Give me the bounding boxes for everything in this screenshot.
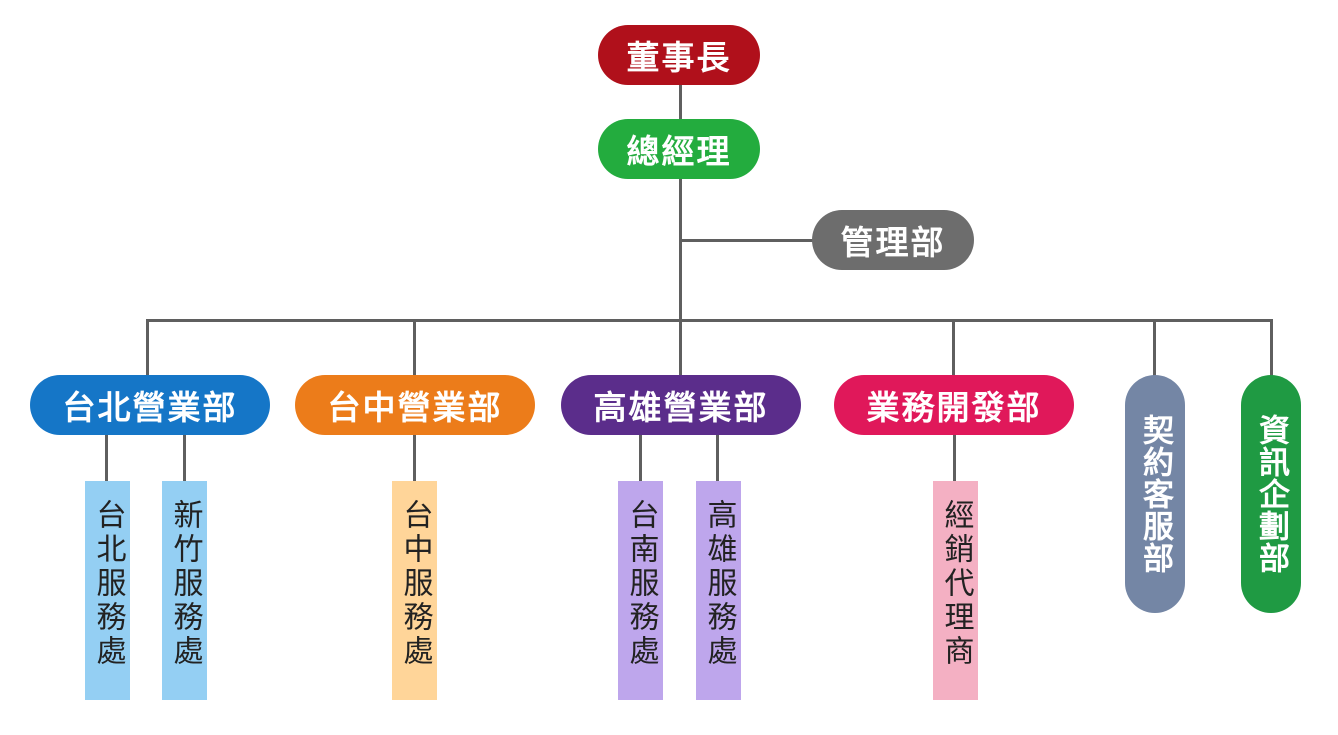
node-info-planning-label: 資訊企劃部 bbox=[1253, 414, 1289, 574]
node-admin-dept: 管理部 bbox=[812, 210, 974, 270]
node-taipei-sales: 台北營業部 bbox=[30, 375, 270, 435]
connector-chairman-gm bbox=[679, 84, 682, 120]
node-chairman: 董事長 bbox=[598, 25, 760, 85]
node-kaohsiung-sales: 高雄營業部 bbox=[561, 375, 801, 435]
office-taipei: 台北服務處 bbox=[85, 481, 130, 700]
node-info-planning: 資訊企劃部 bbox=[1241, 375, 1301, 613]
connector-business-dev bbox=[952, 319, 955, 377]
node-contract-service: 契約客服部 bbox=[1125, 375, 1185, 613]
office-hsinchu-label: 新竹服務處 bbox=[167, 499, 203, 669]
connector-kaohsiung-office bbox=[716, 434, 719, 481]
connector-taichung-office bbox=[413, 434, 416, 481]
office-taichung-label: 台中服務處 bbox=[397, 499, 433, 669]
connector-gm-trunk bbox=[679, 178, 682, 322]
connector-horizontal-bus bbox=[146, 319, 1273, 322]
office-distributor-label: 經銷代理商 bbox=[938, 499, 974, 669]
connector-info-planning bbox=[1270, 319, 1273, 377]
office-tainan-label: 台南服務處 bbox=[623, 499, 659, 669]
connector-admin bbox=[679, 239, 819, 242]
node-contract-service-label: 契約客服部 bbox=[1137, 414, 1173, 574]
office-kaohsiung-label: 高雄服務處 bbox=[701, 499, 737, 669]
office-distributor: 經銷代理商 bbox=[933, 481, 978, 700]
connector-hsinchu-office bbox=[183, 434, 186, 481]
connector-taipei bbox=[146, 319, 149, 377]
connector-taichung bbox=[413, 319, 416, 377]
node-general-manager: 總經理 bbox=[598, 119, 760, 179]
office-hsinchu: 新竹服務處 bbox=[162, 481, 207, 700]
office-tainan: 台南服務處 bbox=[618, 481, 663, 700]
office-taichung: 台中服務處 bbox=[392, 481, 437, 700]
connector-contract-service bbox=[1153, 319, 1156, 377]
office-taipei-label: 台北服務處 bbox=[90, 499, 126, 669]
node-taichung-sales: 台中營業部 bbox=[295, 375, 535, 435]
office-kaohsiung: 高雄服務處 bbox=[696, 481, 741, 700]
connector-taipei-office bbox=[105, 434, 108, 481]
connector-distributor bbox=[953, 434, 956, 481]
connector-tainan-office bbox=[639, 434, 642, 481]
node-business-dev: 業務開發部 bbox=[834, 375, 1074, 435]
connector-kaohsiung bbox=[679, 319, 682, 377]
